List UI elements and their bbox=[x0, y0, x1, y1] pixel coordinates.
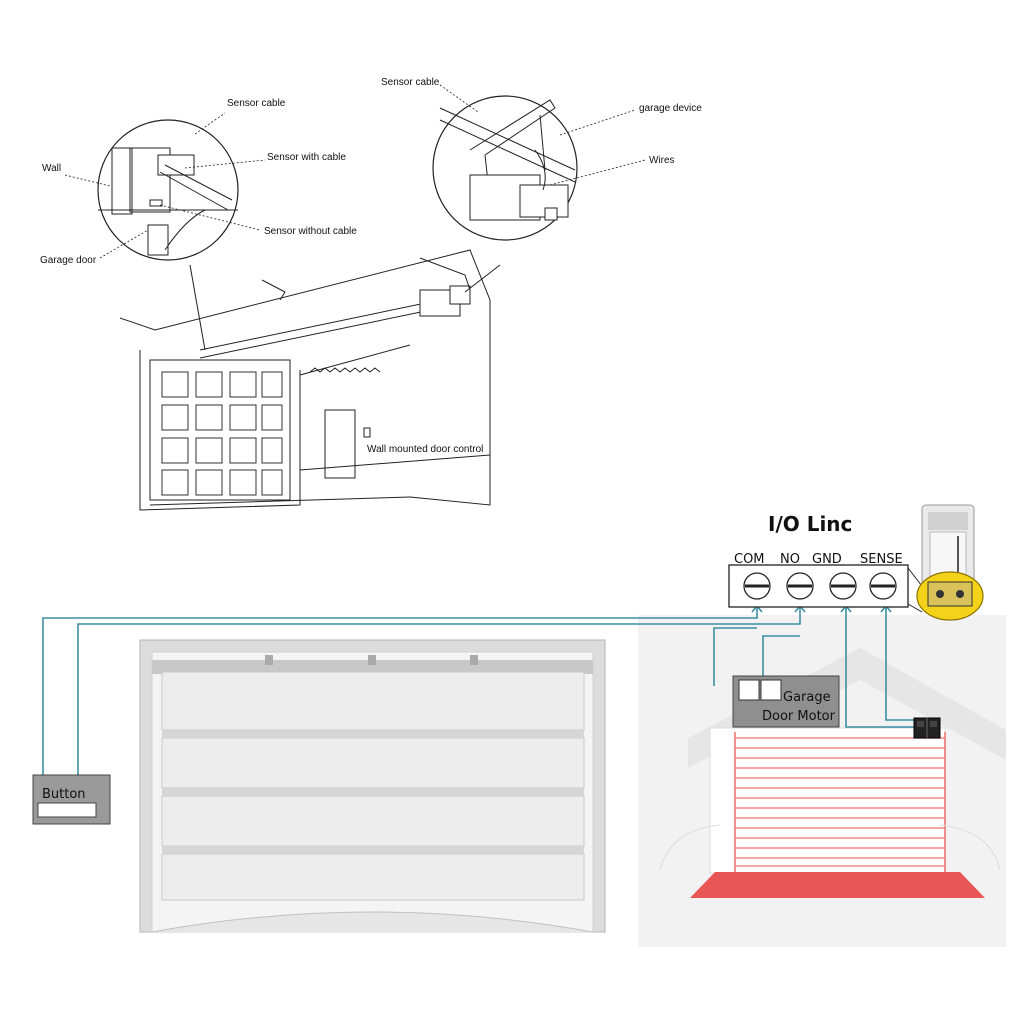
terminal-label-com: COM bbox=[734, 552, 765, 567]
label-sensor-without-cable: Sensor without cable bbox=[264, 226, 357, 237]
opener-detail-magnifier: Sensor cable garage device Wires bbox=[381, 77, 702, 241]
sensor-detail-magnifier: Sensor cable Wall Sensor with cable Sens… bbox=[40, 98, 357, 266]
wiring bbox=[42, 604, 917, 775]
laser-beams bbox=[735, 737, 945, 867]
label-sensor-cable-left: Sensor cable bbox=[227, 98, 286, 109]
terminal-screws bbox=[743, 572, 897, 600]
label-sensor-cable-right: Sensor cable bbox=[381, 77, 440, 88]
label-wall: Wall bbox=[42, 163, 61, 174]
house-illustration bbox=[638, 615, 1006, 947]
motor-label-line2: Door Motor bbox=[762, 709, 836, 724]
garage-line-drawing bbox=[119, 249, 501, 511]
io-linc-title: I/O Linc bbox=[768, 512, 852, 536]
motor-label-line1: Garage bbox=[783, 690, 831, 705]
label-garage-device: garage device bbox=[639, 103, 702, 114]
io-linc-module: I/O Linc COM NO GND SENSE bbox=[728, 512, 926, 613]
terminal-label-gnd: GND bbox=[812, 552, 842, 567]
door-sensor bbox=[913, 717, 941, 739]
garage-door-motor: Garage Door Motor bbox=[732, 675, 840, 728]
wall-button: Button bbox=[32, 774, 111, 825]
label-sensor-with-cable: Sensor with cable bbox=[267, 152, 346, 163]
label-garage-door: Garage door bbox=[40, 255, 97, 266]
label-wires: Wires bbox=[649, 155, 675, 166]
terminal-label-sense: SENSE bbox=[860, 552, 903, 567]
terminal-label-no: NO bbox=[780, 552, 800, 567]
button-label: Button bbox=[42, 787, 86, 802]
io-linc-device-photo bbox=[916, 504, 984, 621]
label-wall-mounted-door-control: Wall mounted door control bbox=[367, 444, 483, 455]
garage-door-illustration bbox=[139, 639, 606, 933]
